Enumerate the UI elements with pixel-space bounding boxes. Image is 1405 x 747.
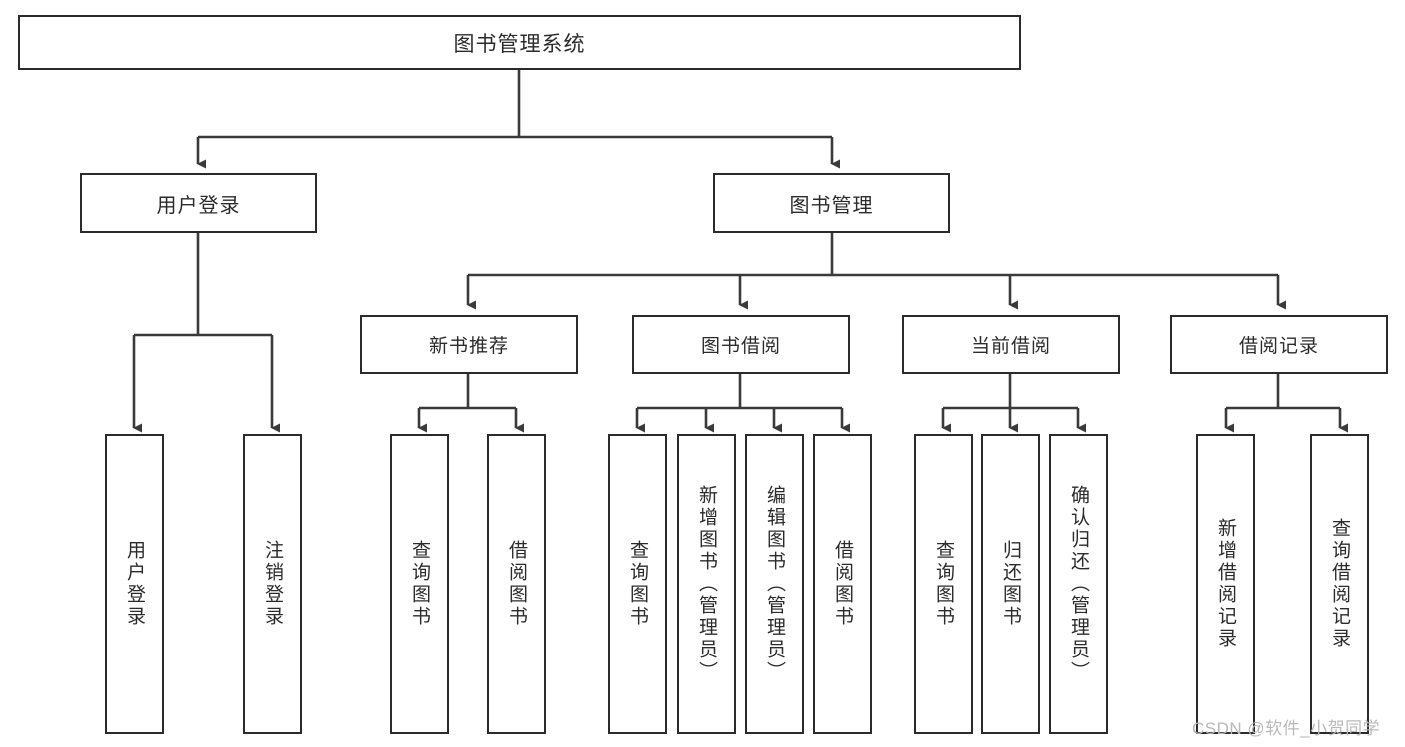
node-leaf-borrow-book-2[interactable]: 借阅图书 <box>813 434 872 734</box>
node-leaf-edit-book[interactable]: 编辑图书（管理员） <box>745 434 804 734</box>
node-book-manage-label: 图书管理 <box>789 194 874 217</box>
node-user-login[interactable]: 用户登录 <box>80 173 317 233</box>
node-leaf-query-record-label: 查询借阅记录 <box>1329 518 1350 650</box>
watermark-text: CSDN @软件_小贺同学 <box>1192 719 1381 738</box>
node-leaf-user-login-label: 用户登录 <box>124 540 145 628</box>
node-leaf-query-book-2-label: 查询图书 <box>627 540 648 628</box>
node-leaf-query-book-3-label: 查询图书 <box>933 540 954 628</box>
node-leaf-confirm-return-label: 确认归还（管理员） <box>1068 485 1089 683</box>
node-root-label: 图书管理系统 <box>453 32 586 56</box>
node-leaf-add-record-label: 新增借阅记录 <box>1215 518 1236 650</box>
node-user-login-label: 用户登录 <box>156 194 241 217</box>
node-leaf-add-book[interactable]: 新增图书（管理员） <box>677 434 736 734</box>
node-leaf-logout-login[interactable]: 注销登录 <box>243 434 302 734</box>
node-leaf-borrow-book-2-label: 借阅图书 <box>832 540 853 628</box>
node-leaf-logout-login-label: 注销登录 <box>262 540 283 628</box>
node-leaf-query-book-1-label: 查询图书 <box>409 540 430 628</box>
node-book-borrow[interactable]: 图书借阅 <box>632 315 850 374</box>
node-leaf-borrow-book-1-label: 借阅图书 <box>506 540 527 628</box>
node-leaf-borrow-book-1[interactable]: 借阅图书 <box>487 434 546 734</box>
node-leaf-query-book-2[interactable]: 查询图书 <box>608 434 667 734</box>
node-leaf-add-book-label: 新增图书（管理员） <box>696 485 717 683</box>
node-borrow-record[interactable]: 借阅记录 <box>1170 315 1388 374</box>
node-leaf-user-login[interactable]: 用户登录 <box>105 434 164 734</box>
node-root[interactable]: 图书管理系统 <box>18 15 1021 70</box>
node-book-manage[interactable]: 图书管理 <box>713 173 950 233</box>
node-new-book-rec[interactable]: 新书推荐 <box>360 315 578 374</box>
node-leaf-return-book[interactable]: 归还图书 <box>981 434 1040 734</box>
node-leaf-query-book-1[interactable]: 查询图书 <box>390 434 449 734</box>
node-leaf-query-book-3[interactable]: 查询图书 <box>914 434 973 734</box>
node-borrow-record-label: 借阅记录 <box>1238 336 1319 357</box>
node-leaf-confirm-return[interactable]: 确认归还（管理员） <box>1049 434 1108 734</box>
node-leaf-edit-book-label: 编辑图书（管理员） <box>764 485 785 683</box>
node-book-borrow-label: 图书借阅 <box>700 336 781 357</box>
node-current-borrow-label: 当前借阅 <box>970 336 1051 357</box>
node-new-book-rec-label: 新书推荐 <box>428 336 509 357</box>
node-current-borrow[interactable]: 当前借阅 <box>902 315 1120 374</box>
node-leaf-return-book-label: 归还图书 <box>1000 540 1021 628</box>
node-leaf-add-record[interactable]: 新增借阅记录 <box>1196 434 1255 734</box>
node-leaf-query-record[interactable]: 查询借阅记录 <box>1310 434 1369 734</box>
